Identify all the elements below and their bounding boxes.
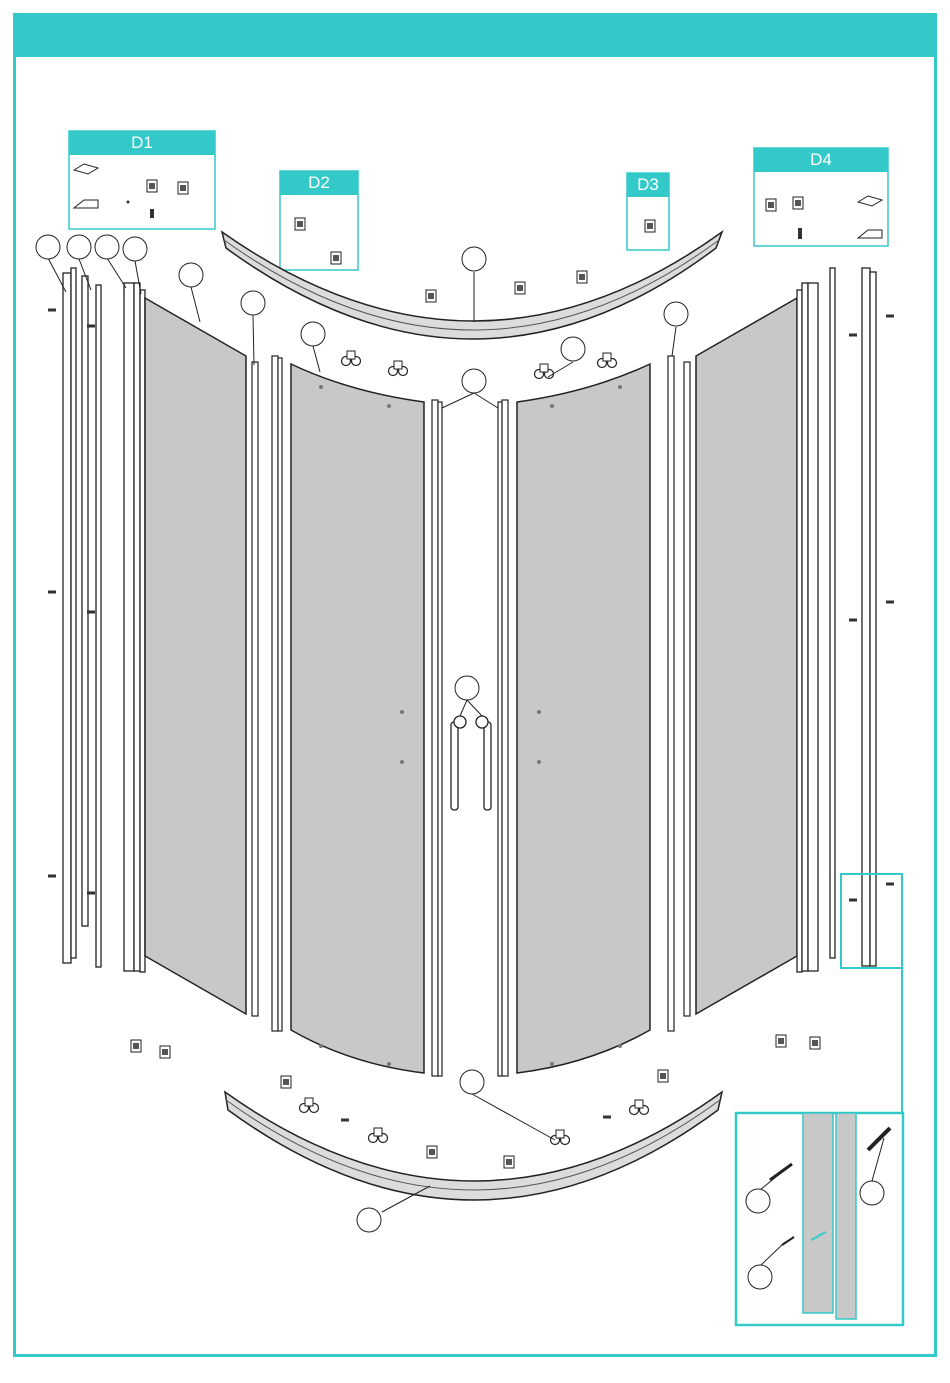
right-sliding-door-panel bbox=[517, 364, 650, 1073]
part-callout-2 bbox=[67, 235, 91, 259]
right-fixed-glass-panel bbox=[696, 298, 797, 1014]
part-callout-8 bbox=[462, 247, 486, 271]
left-sliding-door-panel bbox=[291, 364, 424, 1073]
part-callout-6 bbox=[241, 291, 265, 315]
part-callout-9 bbox=[462, 369, 486, 393]
right-wall-profiles bbox=[797, 268, 876, 972]
part-callout-1 bbox=[36, 235, 60, 259]
right-seal-strip bbox=[668, 356, 690, 1031]
part-callout-5 bbox=[179, 263, 203, 287]
left-wall-profiles bbox=[63, 268, 145, 972]
part-callout-14 bbox=[357, 1208, 381, 1232]
part-callout-13 bbox=[460, 1070, 484, 1094]
part-callout-16 bbox=[860, 1181, 884, 1205]
detail-box-d3 bbox=[627, 173, 669, 250]
left-fixed-glass-panel bbox=[145, 298, 246, 1014]
part-callout-12 bbox=[455, 676, 479, 700]
part-callout-11 bbox=[664, 302, 688, 326]
part-callout-4 bbox=[123, 237, 147, 261]
center-magnetic-profiles bbox=[432, 400, 508, 1076]
part-callout-17 bbox=[748, 1265, 772, 1289]
detail-box-d1 bbox=[69, 131, 215, 229]
detail-box-d2 bbox=[280, 171, 358, 270]
part-callout-10 bbox=[561, 337, 585, 361]
part-callout-7 bbox=[301, 322, 325, 346]
left-seal-strip bbox=[252, 356, 282, 1031]
part-callout-15 bbox=[746, 1189, 770, 1213]
part-callout-3 bbox=[95, 235, 119, 259]
detail-box-d4 bbox=[754, 148, 888, 246]
door-handles bbox=[451, 716, 491, 810]
